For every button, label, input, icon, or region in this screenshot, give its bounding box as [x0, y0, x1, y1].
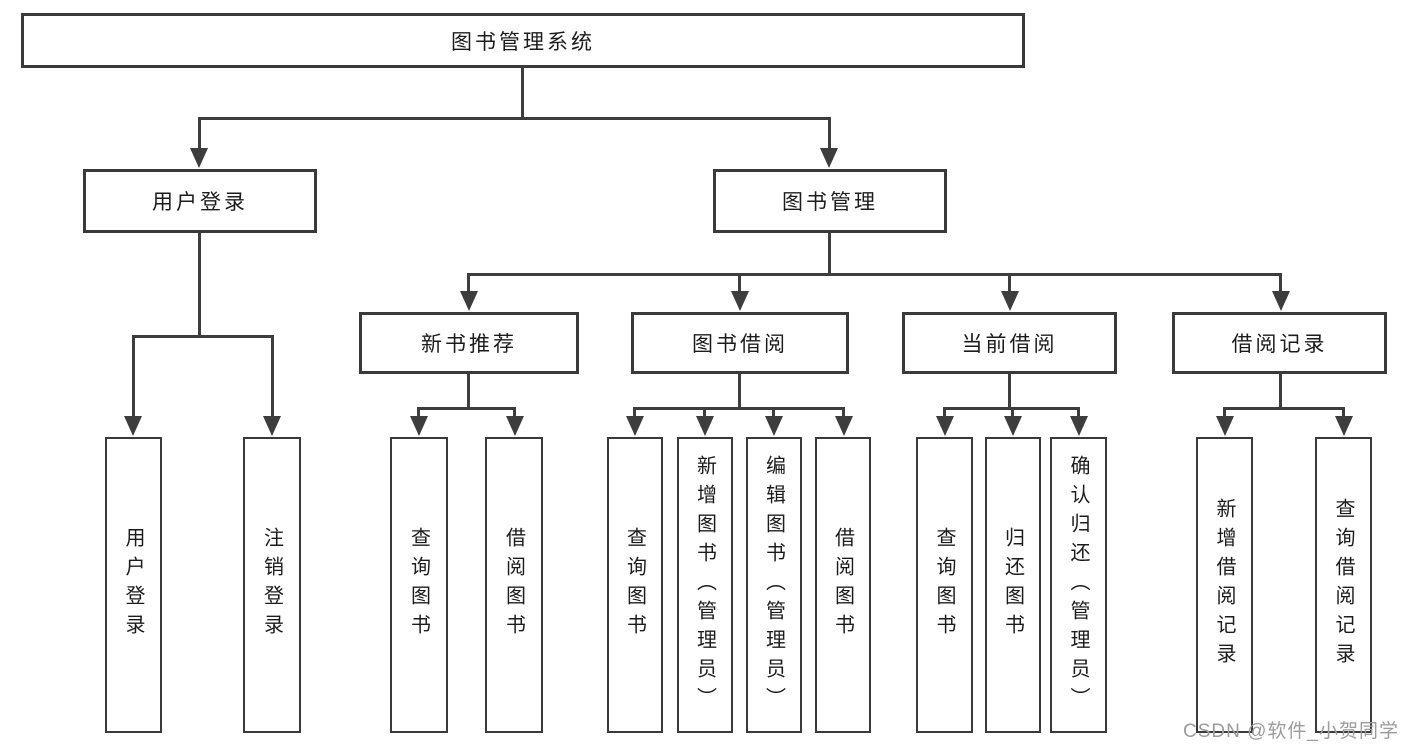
connector-drop-leaf-user-login: [132, 335, 135, 417]
connector-drop-query-borrow-record: [1342, 407, 1345, 419]
connector-new-book-recommend-rail: [417, 407, 516, 410]
arrowhead-book-borrowing: [731, 291, 749, 311]
arrowhead-edit-books-admin: [765, 416, 783, 436]
connector-drop-borrow-books-borrowing: [842, 407, 845, 419]
connector-drop-add-borrow-record: [1223, 407, 1226, 419]
node-current-borrowing: 当前借阅: [902, 312, 1117, 374]
connector-root-stem: [521, 68, 524, 120]
connector-book-management-stem: [828, 233, 831, 276]
connector-user-login-rail: [132, 335, 274, 338]
connector-drop-confirm-return-admin: [1077, 407, 1080, 419]
connector-root-rail: [198, 117, 831, 120]
leaf-return-books: 归还图书: [985, 437, 1041, 733]
leaf-edit-books-admin: 编辑图书（管理员）: [746, 437, 802, 733]
leaf-query-books-borrowing: 查询图书: [607, 437, 663, 733]
arrowhead-add-borrow-record: [1216, 416, 1234, 436]
node-book-borrowing: 图书借阅: [631, 312, 849, 374]
arrowhead-leaf-logout: [263, 416, 281, 436]
connector-drop-query-books-recommend: [417, 407, 420, 419]
node-user-login: 用户登录: [83, 169, 317, 233]
leaf-query-books-recommend: 查询图书: [390, 437, 448, 733]
connector-user-login-stem: [198, 233, 201, 338]
connector-drop-book-management: [828, 117, 831, 153]
connector-drop-user-login: [198, 117, 201, 153]
connector-drop-leaf-logout: [271, 335, 274, 417]
leaf-borrow-books-recommend: 借阅图书: [485, 437, 543, 733]
connector-drop-borrow-books-recommend: [513, 407, 516, 419]
arrowhead-add-books-admin: [696, 416, 714, 436]
leaf-user-login: 用户登录: [105, 437, 162, 733]
connector-drop-current-borrowing: [1008, 273, 1011, 295]
node-book-management: 图书管理: [713, 169, 947, 233]
connector-drop-query-books-current: [943, 407, 946, 419]
arrowhead-leaf-user-login: [124, 416, 142, 436]
leaf-add-books-admin: 新增图书（管理员）: [677, 437, 733, 733]
arrowhead-new-book-recommend: [460, 291, 478, 311]
leaf-query-books-current: 查询图书: [916, 437, 973, 733]
connector-drop-edit-books-admin: [772, 407, 775, 419]
arrowhead-borrowing-records: [1272, 291, 1290, 311]
leaf-add-borrow-record: 新增借阅记录: [1196, 437, 1253, 733]
leaf-confirm-return-admin: 确认归还（管理员）: [1050, 437, 1107, 733]
node-borrowing-records: 借阅记录: [1172, 312, 1387, 374]
arrowhead-borrow-books-borrowing: [835, 416, 853, 436]
connector-drop-add-books-admin: [703, 407, 706, 419]
node-new-book-recommend: 新书推荐: [359, 312, 579, 374]
connector-borrowing-records-rail: [1223, 407, 1345, 410]
connector-borrowing-records-stem: [1279, 374, 1282, 410]
arrowhead-confirm-return-admin: [1070, 416, 1088, 436]
connector-current-borrowing-stem: [1008, 374, 1011, 410]
arrowhead-query-books-borrowing: [626, 416, 644, 436]
arrowhead-query-books-current: [936, 416, 954, 436]
connector-drop-return-books: [1011, 407, 1014, 419]
arrowhead-return-books: [1004, 416, 1022, 436]
arrowhead-user-login: [190, 148, 208, 168]
connector-drop-borrowing-records: [1279, 273, 1282, 295]
csdn-watermark: CSDN @软件_小贺同学: [1183, 721, 1399, 742]
connector-book-management-rail: [467, 273, 1282, 276]
arrowhead-query-borrow-record: [1335, 416, 1353, 436]
connector-drop-book-borrowing: [738, 273, 741, 295]
leaf-query-borrow-record: 查询借阅记录: [1315, 437, 1372, 733]
node-root-system: 图书管理系统: [21, 13, 1025, 68]
arrowhead-current-borrowing: [1001, 291, 1019, 311]
arrowhead-borrow-books-recommend: [506, 416, 524, 436]
leaf-borrow-books-borrowing: 借阅图书: [815, 437, 871, 733]
leaf-logout: 注销登录: [243, 437, 301, 733]
connector-new-book-recommend-stem: [467, 374, 470, 410]
connector-drop-query-books-borrowing: [633, 407, 636, 419]
connector-drop-new-book-recommend: [467, 273, 470, 295]
arrowhead-query-books-recommend: [410, 416, 428, 436]
arrowhead-book-management: [820, 148, 838, 168]
connector-book-borrowing-rail: [633, 407, 845, 410]
connector-book-borrowing-stem: [738, 374, 741, 410]
